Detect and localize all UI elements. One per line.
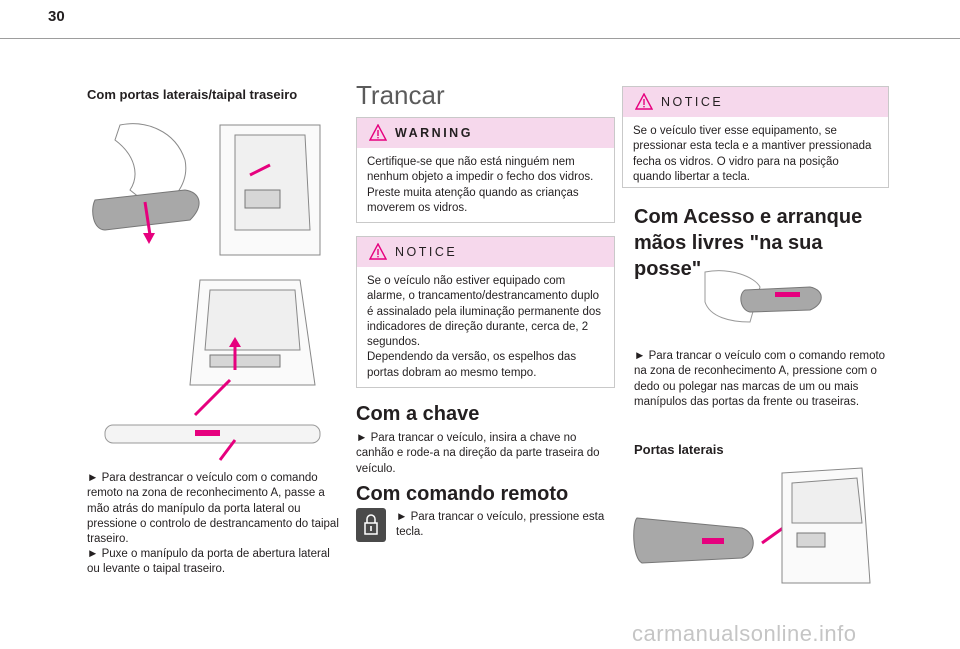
heading-with-key: Com a chave — [356, 403, 480, 425]
door-handle-illustration — [92, 123, 321, 256]
left-paragraph-1: ► Para destrancar o veículo com o comand… — [87, 472, 339, 546]
notice-label: NOTICE — [661, 95, 724, 109]
tailgate-illustration — [104, 279, 321, 461]
notice-icon — [369, 243, 387, 260]
warning-icon — [369, 124, 387, 141]
section-title-lock: Trancar — [356, 80, 445, 110]
notice-text-1: Se o veículo não estiver equipado com al… — [367, 275, 601, 349]
notice-box: NOTICE Se o veículo não estiver equipado… — [356, 236, 615, 388]
key-paragraph: ► Para trancar o veículo, insira a chave… — [356, 432, 600, 475]
notice-box-right: NOTICE Se o veículo tiver esse equipamen… — [622, 86, 889, 188]
notice-label: NOTICE — [395, 245, 458, 259]
page-number: 30 — [48, 8, 65, 25]
heading-remote-control: Com comando remoto — [356, 483, 569, 505]
section-heading-side-doors: Com portas laterais/taipal traseiro — [87, 87, 298, 102]
warning-box: WARNING Certifique-se que não está ningu… — [356, 117, 615, 223]
warning-label: WARNING — [395, 126, 473, 140]
side-door-illustration — [633, 467, 871, 584]
heading-hands-free: Com Acesso e arranque mãos livres "na su… — [634, 206, 863, 280]
hands-free-paragraph: ► Para trancar o veículo com o comando r… — [634, 350, 886, 408]
header-divider — [0, 38, 960, 39]
watermark-logo: carmanualsonline.info — [632, 621, 857, 646]
hands-free-handle-illustration — [704, 270, 822, 323]
left-paragraph-2: ► Puxe o manípulo da porta de abertura l… — [87, 548, 330, 576]
notice-icon — [635, 93, 653, 110]
notice-text-right: Se o veículo tiver esse equipamento, se … — [633, 125, 872, 183]
lock-icon — [356, 508, 386, 542]
heading-side-doors: Portas laterais — [634, 442, 724, 457]
notice-text-2: Dependendo da versão, os espelhos das po… — [367, 351, 577, 379]
remote-paragraph: ► Para trancar o veículo, pressione esta… — [396, 511, 605, 539]
warning-text: Certifique-se que não está ninguém nem n… — [367, 156, 594, 214]
